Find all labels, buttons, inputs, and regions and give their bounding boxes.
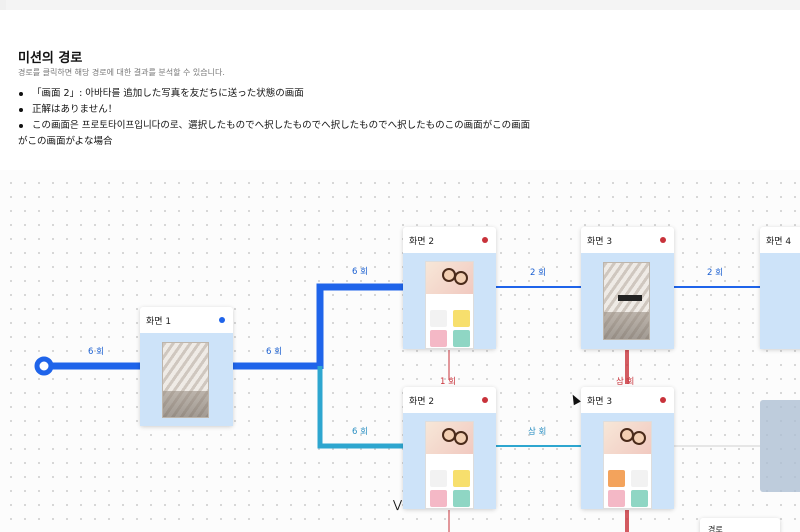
start-node <box>34 356 54 376</box>
note-item: 「画面 2」: 아바타를 追加した写真を友だちに送った状態の画面 <box>18 86 558 102</box>
note-item-continued: がこの画面がよな場合 <box>18 136 113 147</box>
edge-label-screen2-drop[interactable]: 1 회 <box>440 377 456 387</box>
path-branch-to-screen2-top <box>316 283 403 369</box>
screen-card-4-top[interactable]: 화면 4 <box>760 227 800 349</box>
edge-label-screen2-to-screen3[interactable]: 2 회 <box>530 268 546 278</box>
page-subtitle: 경로를 클릭하면 해당 경로에 대한 결과를 분석할 수 있습니다. <box>18 68 225 77</box>
status-dot <box>219 317 225 323</box>
screen-card-2-bottom[interactable]: 화면 2 <box>403 387 496 509</box>
card-header: 화면 4 <box>760 227 800 253</box>
status-dot <box>482 237 488 243</box>
path-summary-label: 경로 <box>708 525 723 532</box>
note-item: この画面은 프로토타이프입니다の로、選択したものでへ択したものでへ択したものでへ… <box>18 118 558 134</box>
screen-thumbnail <box>581 253 674 349</box>
status-dot <box>482 397 488 403</box>
card-header: 화면 1 <box>140 307 233 333</box>
card-title: 화면 3 <box>587 237 613 247</box>
app-mockup <box>425 261 474 349</box>
notes-list: 「画面 2」: 아바타를 追加した写真を友だちに送った状態の画面 正解はありませ… <box>18 86 558 150</box>
card-header: 화면 3 <box>581 387 674 413</box>
screen-card-2-top[interactable]: 화면 2 <box>403 227 496 349</box>
note-item: 正解はありません！ <box>18 102 558 118</box>
header-section <box>0 10 800 170</box>
card-header: 화면 2 <box>403 227 496 253</box>
card-header: 화면 3 <box>581 227 674 253</box>
edge-label-screen3-drop[interactable]: 삼 회 <box>616 377 635 387</box>
screen-thumbnail <box>760 253 800 349</box>
card-title: 화면 4 <box>766 237 792 247</box>
app-mockup <box>425 421 474 509</box>
card-title: 화면 2 <box>409 397 435 407</box>
edge-label-to-screen2-bottom[interactable]: 6 회 <box>352 427 368 437</box>
avatar-icon <box>454 271 468 285</box>
page-title: 미션의 경로 <box>18 51 83 66</box>
card-header: 화면 2 <box>403 387 496 413</box>
edge-label-screen3-to-screen4[interactable]: 2 회 <box>707 268 723 278</box>
screen-card-3-top[interactable]: 화면 3 <box>581 227 674 349</box>
screen-thumbnail <box>403 413 496 509</box>
screen-thumbnail <box>403 253 496 349</box>
avatar-icon <box>632 431 646 445</box>
path-branch-to-screen2-bottom <box>317 366 403 449</box>
screen-photo <box>162 342 209 418</box>
card-title: 화면 3 <box>587 397 613 407</box>
double-chevron-down-icon[interactable]: ⋁ <box>393 498 403 511</box>
screen-card-3-bottom[interactable]: 화면 3 <box>581 387 674 509</box>
path-summary-panel[interactable]: 경로 <box>700 518 780 532</box>
screen-card-1[interactable]: 화면 1 <box>140 307 233 426</box>
avatar-icon <box>454 431 468 445</box>
screen-card-4-bottom[interactable] <box>760 400 800 492</box>
status-dot <box>660 397 666 403</box>
edge-label-start[interactable]: 6 회 <box>88 347 104 357</box>
card-title: 화면 2 <box>409 237 435 247</box>
edge-label-to-screen2-top[interactable]: 6 회 <box>352 267 368 277</box>
status-dot <box>660 237 666 243</box>
edge-label-screen1-out[interactable]: 6 회 <box>266 347 282 357</box>
screen-thumbnail <box>581 413 674 509</box>
screen-thumbnail <box>140 333 233 426</box>
screen-photo <box>603 262 650 340</box>
app-mockup <box>603 421 652 509</box>
card-title: 화면 1 <box>146 317 172 327</box>
edge-label-screen2b-to-screen3b[interactable]: 삼 회 <box>528 427 547 437</box>
top-band <box>0 0 800 10</box>
